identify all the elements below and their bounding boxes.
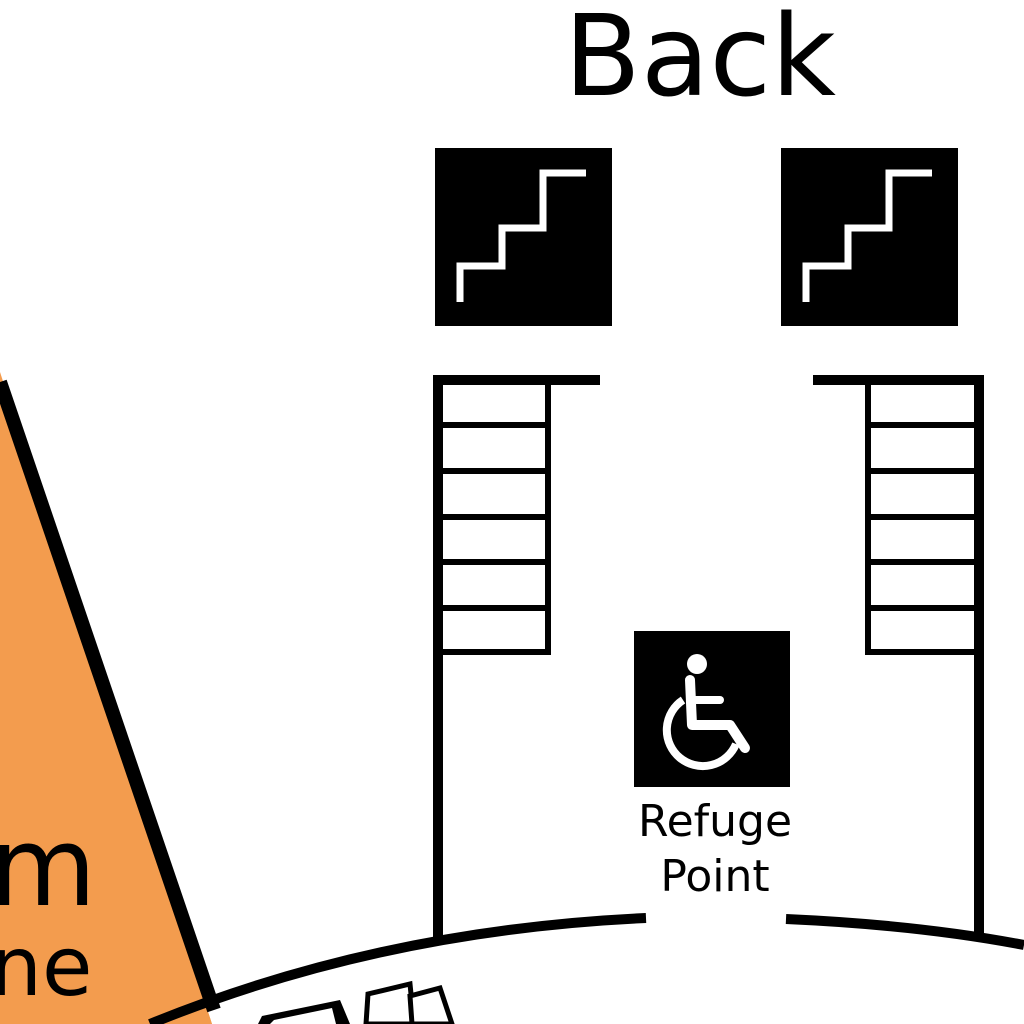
front-wall-right xyxy=(785,914,1024,950)
zone-label-line1: om xyxy=(0,803,96,931)
heading-back: Back xyxy=(564,0,836,122)
wheelchair-icon xyxy=(634,631,790,787)
refuge-label-line2: Point xyxy=(660,851,769,902)
front-wall-left xyxy=(148,913,647,1024)
seating-blocks xyxy=(258,980,455,1024)
left-staircase xyxy=(433,375,600,940)
zone-label-line2: ne xyxy=(0,920,92,1015)
stairs-icon xyxy=(435,148,612,326)
stairs-icon xyxy=(781,148,958,326)
zone-border xyxy=(0,379,221,1013)
refuge-label-line1: Refuge xyxy=(638,796,792,847)
right-staircase xyxy=(813,375,984,940)
